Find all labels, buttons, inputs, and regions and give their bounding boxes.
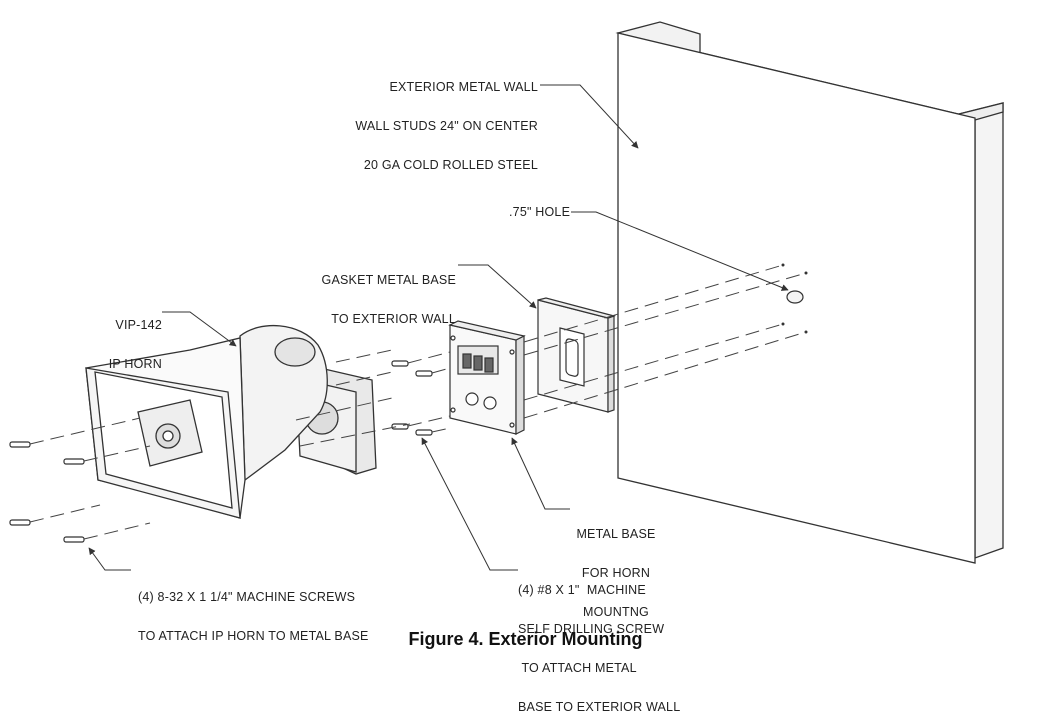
machine-screws-label-line-1: (4) 8-32 X 1 1/4" MACHINE SCREWS [138, 590, 356, 604]
horn-machine-screws [9, 441, 85, 543]
metal-base-label-line-2: FOR HORN [581, 566, 651, 580]
wall-hole [786, 290, 804, 304]
hole-label: .75" HOLE [509, 205, 571, 219]
metal-base-label-line-1: METAL BASE [576, 527, 656, 541]
self-drilling-screws [391, 360, 433, 436]
exterior-mounting-diagram [9, 21, 1004, 571]
wall-label: EXTERIOR METAL WALL WALL STUDS 24" ON CE… [340, 55, 538, 185]
horn-label: VIP-142 IP HORN [96, 293, 162, 384]
wall-label-line-2: WALL STUDS 24" ON CENTER [355, 119, 538, 133]
self-drilling-label-line-2: SELF DRILLING SCREW [518, 622, 665, 636]
metal-base [448, 320, 526, 435]
self-drilling-label-line-3: TO ATTACH METAL [518, 661, 637, 675]
machine-screws-label-line-2: TO ATTACH IP HORN TO METAL BASE [138, 629, 369, 643]
gasket [537, 297, 617, 413]
metal-base-label: METAL BASE FOR HORN MOUNTNG [572, 502, 660, 632]
wall-label-line-1: EXTERIOR METAL WALL [389, 80, 538, 94]
exterior-wall [615, 21, 1004, 564]
gasket-label-line-2: TO EXTERIOR WALL [331, 312, 456, 326]
gasket-label: GASKET METAL BASE TO EXTERIOR WALL [300, 248, 456, 339]
metal-base-label-line-3: MOUNTNG [583, 605, 649, 619]
machine-screws-label: (4) 8-32 X 1 1/4" MACHINE SCREWS TO ATTA… [138, 565, 369, 656]
self-drilling-label-line-1: (4) #8 X 1" MACHINE [518, 583, 646, 597]
alignment-lines [29, 264, 807, 540]
horn-label-line-1: VIP-142 [115, 318, 162, 332]
wall-label-line-3: 20 GA COLD ROLLED STEEL [363, 158, 538, 172]
horn-label-line-2: IP HORN [108, 357, 162, 371]
self-drilling-label-line-4: BASE TO EXTERIOR WALL [518, 700, 681, 714]
figure-caption: Figure 4. Exterior Mounting [408, 629, 643, 649]
gasket-label-line-1: GASKET METAL BASE [321, 273, 456, 287]
leader-lines [88, 84, 789, 571]
vip-142-ip-horn [85, 324, 377, 519]
